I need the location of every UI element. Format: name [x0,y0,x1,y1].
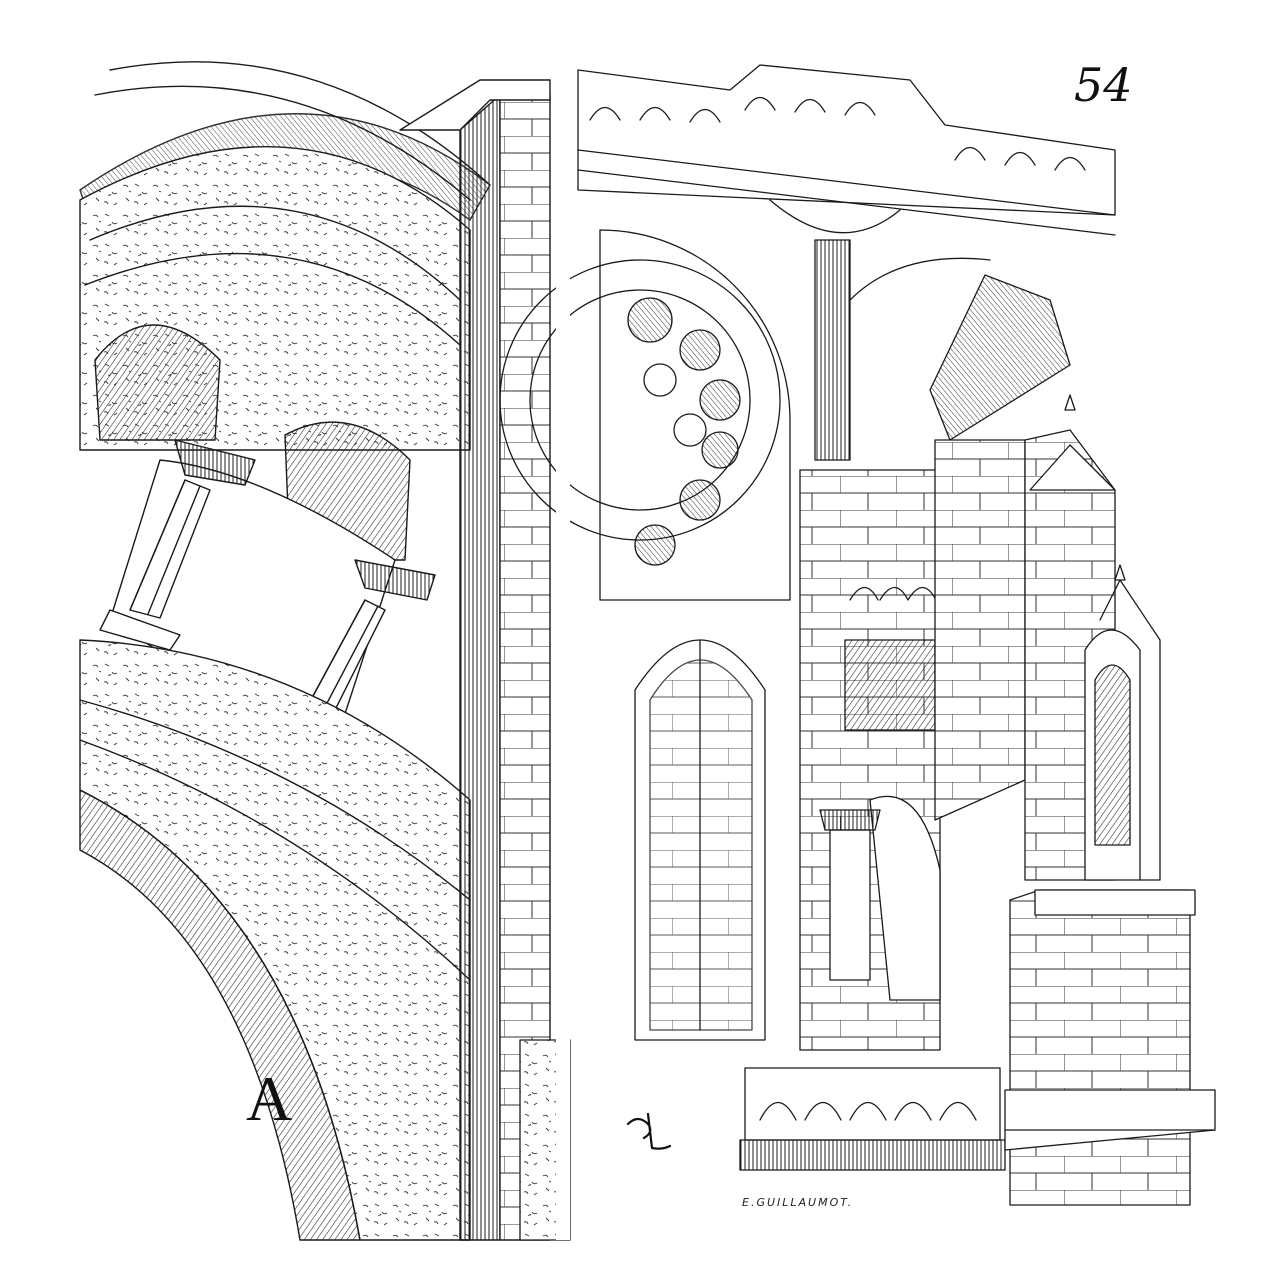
figure-a-arcade-section [79,61,551,1241]
rose-window [499,229,791,601]
engraver-monogram-icon [622,1110,674,1160]
top-balustrade [577,64,1116,236]
lancet-window [634,639,766,1041]
statue-niche [1084,579,1161,881]
figure-b-cathedral-elevation [499,64,1216,1241]
column-left [99,439,256,651]
middle-tower [799,469,941,1051]
lower-balustrade [739,1067,1216,1171]
figure-label-a: A [246,1063,293,1134]
engraver-signature: E.GUILLAUMOT. [742,1196,854,1209]
plate-number: 54 [1074,58,1133,112]
right-buttress [934,394,1196,1206]
